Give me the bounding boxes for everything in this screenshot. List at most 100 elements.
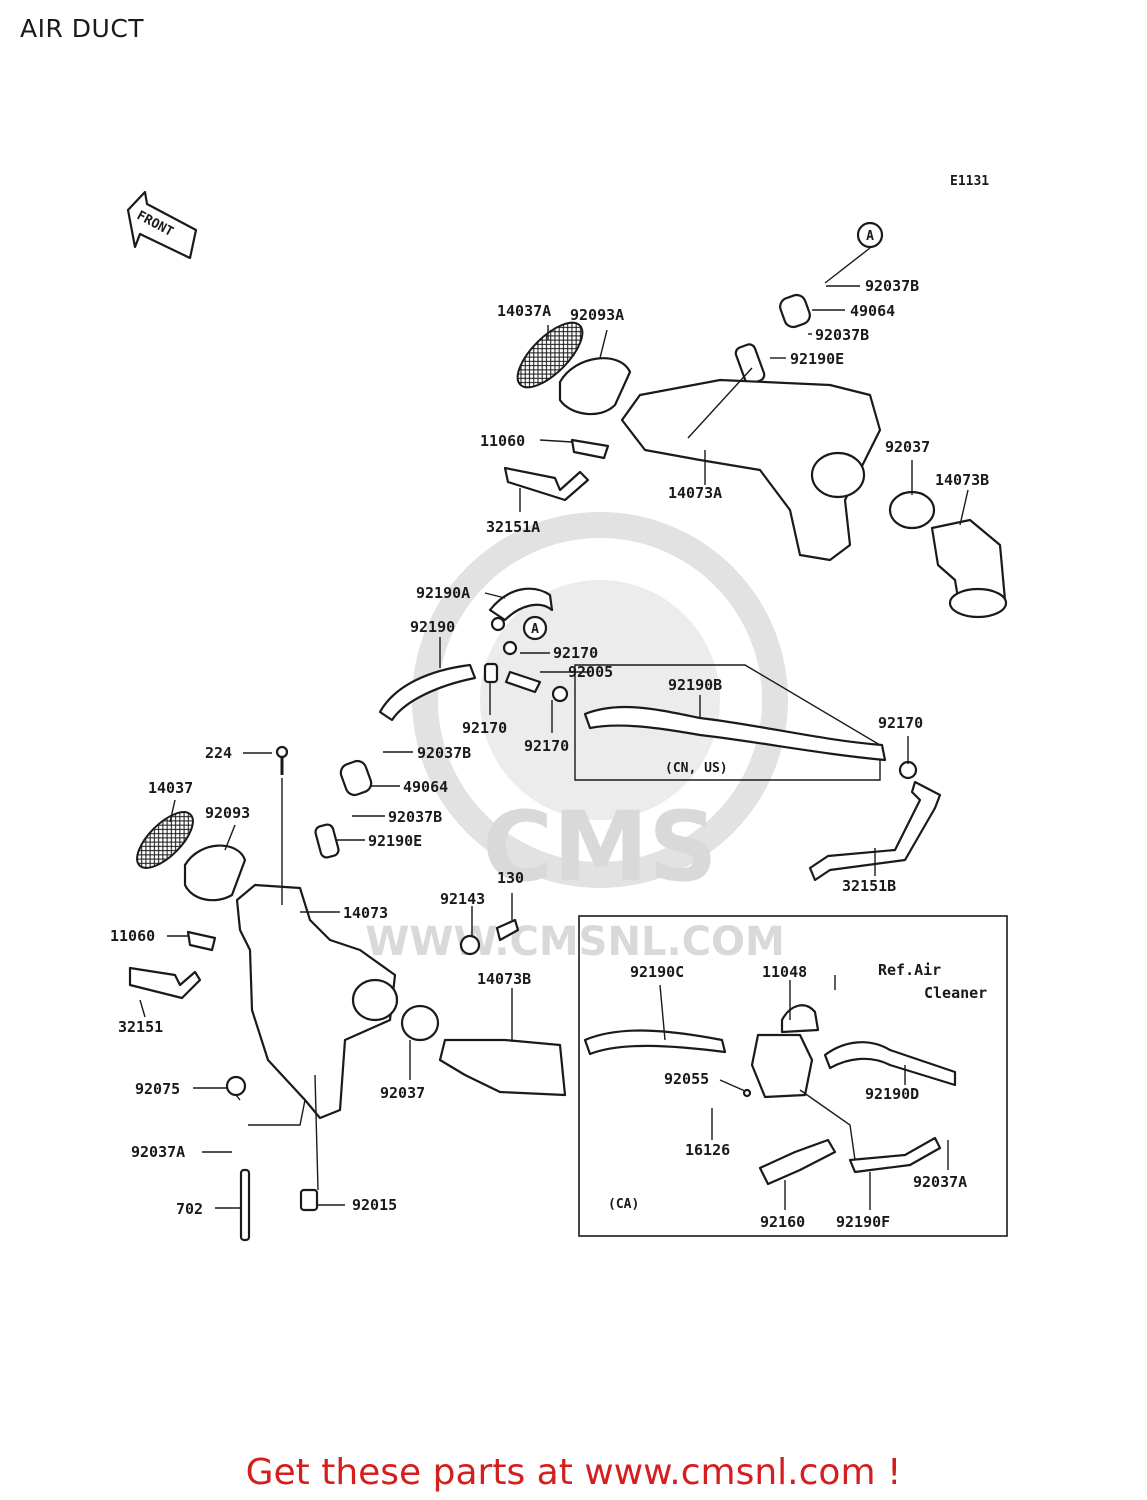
callout-16126: 16126 (685, 1141, 730, 1159)
clamp-92037-upper (888, 490, 936, 530)
callout-92037b: 92037B (417, 744, 471, 762)
callout-92075: 92075 (135, 1080, 180, 1098)
callout-92190e: 92190E (790, 350, 844, 368)
page-title: AIR DUCT (20, 14, 145, 43)
callout-92170: 92170 (878, 714, 923, 732)
elbow-14073b-upper-end (948, 587, 1008, 619)
clamp-92170-b (483, 662, 499, 684)
callout-92170: 92170 (462, 719, 507, 737)
pipe-32151a (503, 466, 590, 502)
pipe-32151 (128, 966, 202, 1000)
exploded-parts-diagram: CMS WWW.CMSNL.COM E1131 FRONT A A (110, 174, 1008, 1242)
valve-16126 (750, 1033, 814, 1099)
pipe-32151b (808, 780, 942, 882)
callout-92170: 92170 (524, 737, 569, 755)
ref-air-cleaner-line2: Cleaner (924, 984, 987, 1002)
callout-92093a: 92093A (570, 306, 624, 324)
front-direction-arrow: FRONT (126, 190, 198, 260)
screen-14037a (516, 321, 584, 389)
watermark-url: WWW.CMSNL.COM (365, 919, 785, 965)
duct-14073a (620, 378, 882, 562)
marker-a-label: A (866, 229, 874, 244)
clip-92015 (299, 1188, 319, 1212)
callout-92037: 92037 (885, 438, 930, 456)
callout-92015: 92015 (352, 1196, 397, 1214)
callout-92037a: 92037A (913, 1173, 967, 1191)
footer-cta-link[interactable]: Get these parts at www.cmsnl.com ! (245, 1452, 902, 1493)
clamp-92170-d (898, 760, 918, 780)
callout-11060: 11060 (110, 927, 155, 945)
callout-92190b: 92190B (668, 676, 722, 694)
callout-49064: 49064 (403, 778, 448, 796)
ref-air-cleaner-line1: Ref.Air (878, 961, 941, 979)
callout-92143: 92143 (440, 890, 485, 908)
callout-92170: 92170 (553, 644, 598, 662)
watermark: CMS WWW.CMSNL.COM (365, 512, 788, 965)
clamp-11060-upper (570, 438, 610, 460)
callout-14073: 14073 (343, 904, 388, 922)
callout-92005: 92005 (568, 663, 613, 681)
callout-92190c: 92190C (630, 963, 684, 981)
callout-92190: 92190 (410, 618, 455, 636)
callout-224: 224 (205, 744, 232, 762)
seal-92093a (558, 357, 632, 416)
marker-a-top: A (856, 221, 884, 249)
hose-92190c (583, 1029, 727, 1056)
callout-92190d: 92190D (865, 1085, 919, 1103)
hose-92190f (848, 1136, 942, 1174)
callout-32151: 32151 (118, 1018, 163, 1036)
callout-49064: 49064 (850, 302, 895, 320)
callout-92093: 92093 (205, 804, 250, 822)
duct-14073-outlet (351, 978, 399, 1022)
callout-32151a: 32151A (486, 518, 540, 536)
oring-92055 (742, 1088, 752, 1098)
callout-92190a: 92190A (416, 584, 470, 602)
callout-14073b: 14073B (477, 970, 531, 988)
bracket-11048 (780, 1004, 820, 1034)
region-ca-outline (578, 915, 1008, 1237)
callout-92190f: 92190F (836, 1213, 890, 1231)
callout-92037: 92037 (380, 1084, 425, 1102)
callout-11060: 11060 (480, 432, 525, 450)
seal-92093 (183, 844, 247, 902)
grommet-92075 (225, 1075, 247, 1097)
callout-14073a: 14073A (668, 484, 722, 502)
hose-92190e-upper (734, 343, 766, 385)
region-cn-us-outline (574, 664, 881, 781)
filter-49064-upper (779, 293, 811, 329)
duct-14073 (235, 883, 397, 1120)
hose-92190d (823, 1041, 957, 1087)
watermark-brand: CMS (482, 791, 717, 903)
callout-130: 130 (497, 869, 524, 887)
hose-92190b (583, 705, 887, 762)
callout-labels: 92037B 49064 92037B 92190E 14037A 92093A… (110, 277, 989, 1231)
marker-a-middle: A (522, 615, 548, 641)
drain-702 (239, 1168, 251, 1242)
fitting-92005 (504, 670, 542, 694)
bolt-224-head (275, 745, 289, 759)
callout-92037b: 92037B (815, 326, 869, 344)
hose-92190a-end (490, 616, 506, 632)
screen-14037 (136, 811, 194, 869)
clamp-92170-c (551, 685, 569, 703)
callout-92160: 92160 (760, 1213, 805, 1231)
hose-92190e-lower (314, 823, 340, 859)
callout-14037a: 14037A (497, 302, 551, 320)
figure-code: E1131 (950, 174, 989, 189)
callout-92037b: 92037B (865, 277, 919, 295)
callout-14073b: 14073B (935, 471, 989, 489)
clamp-92037-lower (400, 1004, 440, 1042)
clamp-92170-a (502, 640, 518, 656)
leader-lines (139, 247, 969, 1210)
hose-92190a (488, 587, 554, 622)
callout-11048: 11048 (762, 963, 807, 981)
grommet-92143 (459, 934, 481, 956)
duct-14073a-outlet (810, 451, 866, 499)
callout-92037a: 92037A (131, 1143, 185, 1161)
marker-a-label: A (531, 622, 539, 637)
callout-32151b: 32151B (842, 877, 896, 895)
callout-14037: 14037 (148, 779, 193, 797)
hose-92190 (378, 663, 477, 722)
callout-92190e: 92190E (368, 832, 422, 850)
region-label-cn-us: (CN, US) (665, 761, 728, 776)
